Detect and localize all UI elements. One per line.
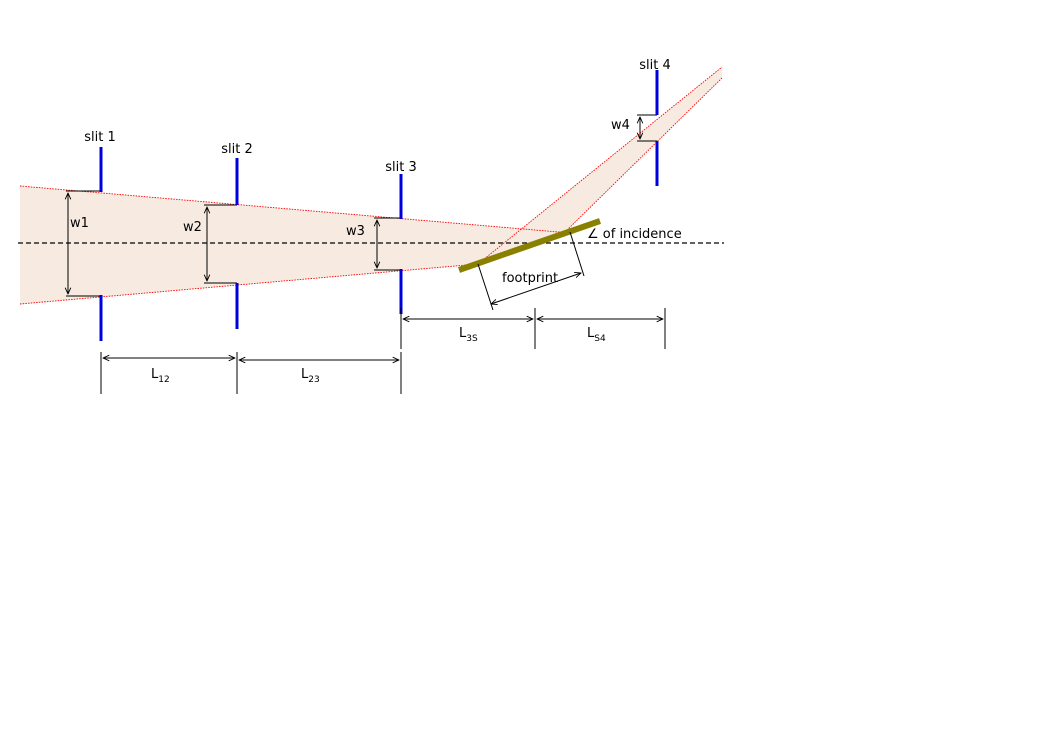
distance-dimensions [100,308,666,394]
angle-of-incidence-label: ∠ of incidence [587,227,682,242]
w2-label: w2 [183,220,202,235]
incident-beam [20,186,570,304]
l23-label: L23 [301,367,320,385]
footprint-label: footprint [502,271,558,286]
ls4-label: LS4 [587,326,606,344]
width-arrows [68,117,640,294]
slit-3-label: slit 3 [385,160,417,175]
l3s-label: L3S [459,326,478,344]
footprint-dimension [477,231,585,311]
sample-surface [458,218,601,273]
w1-label: w1 [70,216,89,231]
slit-2-label: slit 2 [221,142,253,157]
l12-label: L12 [151,367,170,385]
w4-label: w4 [611,118,630,133]
slit-1-label: slit 1 [84,130,116,145]
w3-label: w3 [346,224,365,239]
beam-edges [19,66,723,305]
slit-aperture-ticks [66,114,657,297]
slit-4-label: slit 4 [639,58,671,73]
slit-blades [99,70,659,341]
